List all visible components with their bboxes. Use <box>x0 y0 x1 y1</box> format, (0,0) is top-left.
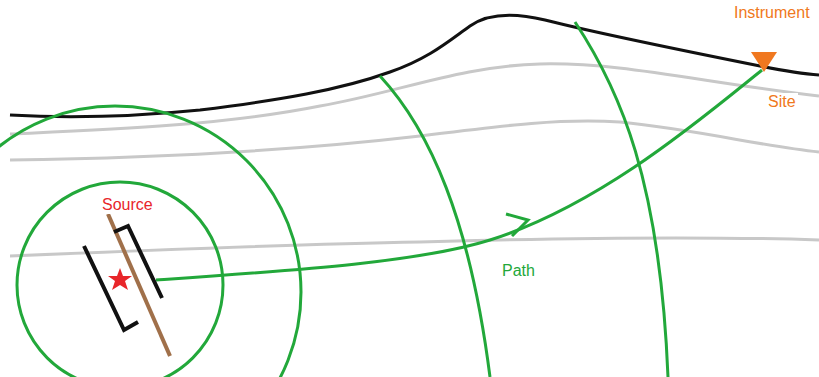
strata-lines <box>10 64 819 256</box>
wavefronts <box>0 22 762 377</box>
path-label: Path <box>500 262 537 280</box>
instrument-symbol <box>751 52 777 72</box>
wavefront-arc <box>575 22 668 377</box>
source-label: Source <box>100 196 155 214</box>
hypocenter-star <box>108 268 132 290</box>
stratum-line <box>10 121 819 160</box>
ray-arrowhead <box>506 214 528 236</box>
ray-path <box>156 70 762 280</box>
fault-line <box>108 214 170 356</box>
site-label: Site <box>766 93 798 111</box>
ground-surface <box>10 15 819 116</box>
slip-arrow <box>84 246 138 330</box>
wavefront-circle <box>17 182 223 377</box>
instrument-label: Instrument <box>732 4 812 22</box>
slip-arrow <box>114 226 162 298</box>
wavefront-circle <box>0 106 301 377</box>
stratum-line <box>10 238 819 256</box>
wavefront-arc <box>380 76 490 377</box>
slip-arrows <box>84 226 162 330</box>
